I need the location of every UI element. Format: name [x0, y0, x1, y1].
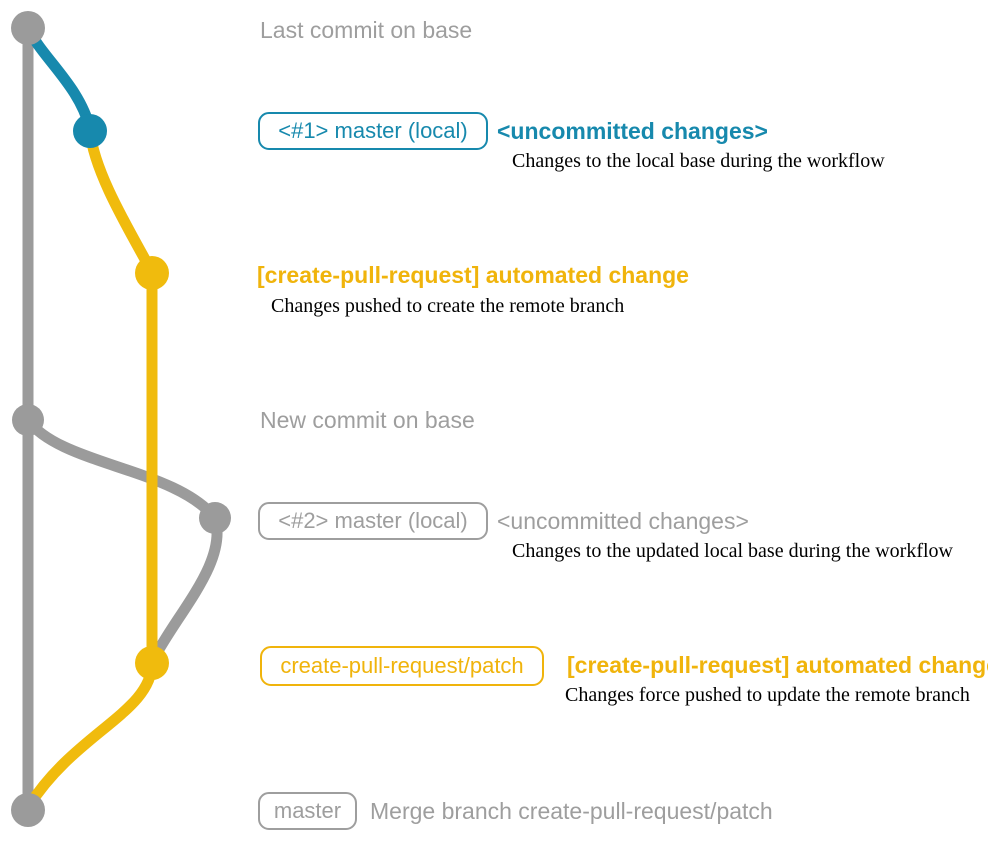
- commit-message-automated-change-1: [create-pull-request] automated change: [257, 262, 689, 288]
- commit-note-local-base: Changes to the local base during the wor…: [512, 150, 885, 172]
- commit-message-automated-change-2: [create-pull-request] automated change: [567, 652, 988, 678]
- base-update-branch-line: [22, 414, 223, 666]
- commit-dot-local-master-1: [73, 114, 107, 148]
- commit-dot-local-master-2: [199, 502, 231, 534]
- commit-message-merge: Merge branch create-pull-request/patch: [370, 798, 773, 824]
- commit-message-uncommitted-2: <uncommitted changes>: [497, 508, 749, 534]
- commit-graph: [11, 11, 231, 827]
- commit-dot-new-base: [12, 404, 44, 436]
- local-master-branch-line: [22, 22, 96, 135]
- commit-note-force-pushed: Changes force pushed to update the remot…: [565, 684, 970, 706]
- branch-badge-master-local-1: <#1> master (local): [258, 112, 488, 150]
- commit-note-updated-local-base: Changes to the updated local base during…: [512, 540, 953, 562]
- commit-dot-merge: [11, 793, 45, 827]
- branch-badge-master-local-2: <#2> master (local): [258, 502, 488, 540]
- commit-message-uncommitted-1: <uncommitted changes>: [497, 118, 768, 144]
- commit-note-pushed-create: Changes pushed to create the remote bran…: [271, 295, 625, 317]
- commit-message-last-base: Last commit on base: [260, 17, 473, 43]
- branch-badge-patch: create-pull-request/patch: [260, 646, 544, 686]
- commit-dot-patch-1: [135, 256, 169, 290]
- commit-dot-patch-2: [135, 646, 169, 680]
- commit-dot-last-base: [11, 11, 45, 45]
- branch-badge-master: master: [258, 792, 357, 830]
- commit-message-new-base: New commit on base: [260, 407, 475, 433]
